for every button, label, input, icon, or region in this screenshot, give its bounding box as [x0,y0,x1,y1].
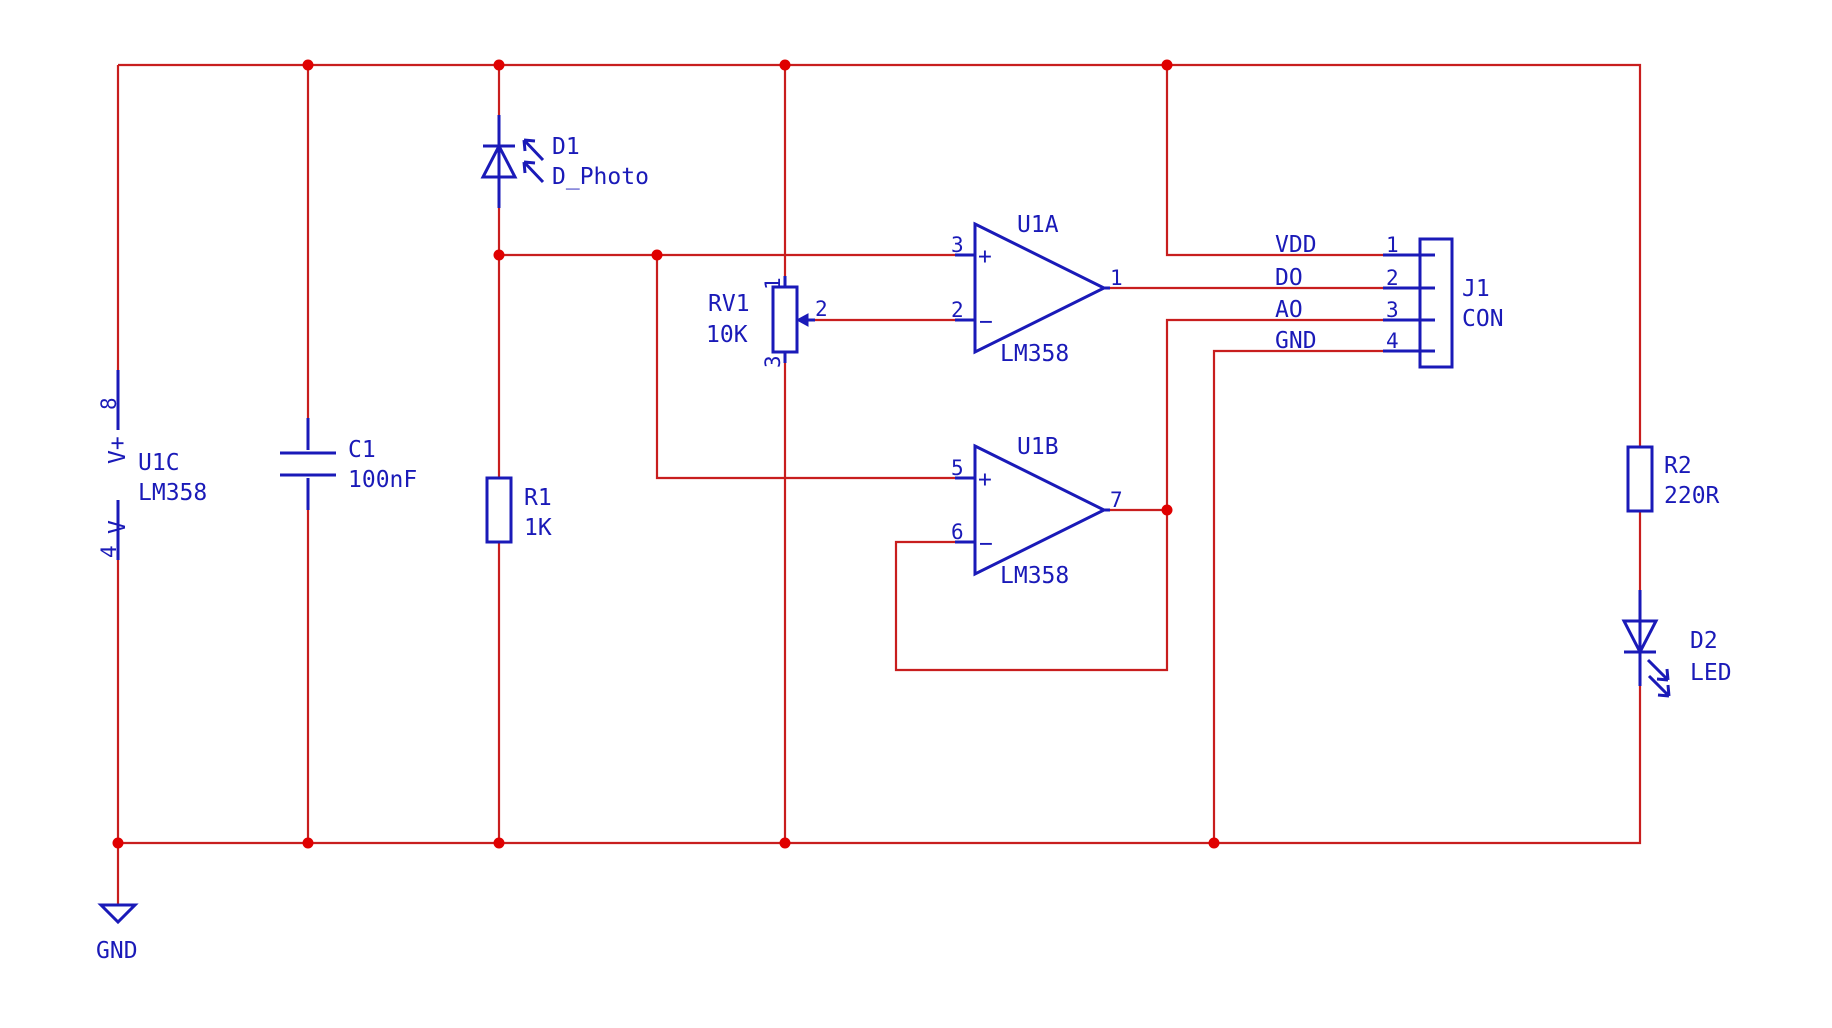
wire-vdd [1165,65,1420,257]
junction-dot [493,249,505,261]
wire-u1b-feedback [894,510,1169,672]
u1c-pin8-number: 8 [97,397,121,410]
j1-net-label: GND [1275,328,1317,354]
junction-dot [779,837,791,849]
rv1-value: 10K [706,322,748,348]
d2-value: LED [1690,660,1732,686]
d2-ref: D2 [1690,628,1718,654]
junction-dot [1161,59,1173,71]
u1c-ref: U1C [138,450,180,476]
u1a-pin-plus: 3 [951,233,964,257]
junction-dot [493,837,505,849]
j1-pin-number: 2 [1386,266,1399,290]
j1-net-label: AO [1275,297,1303,323]
c1-ref: C1 [348,437,376,463]
r1-body [485,476,513,544]
u1b-opamp[interactable]: + − 5 6 7 U1B LM358 [951,434,1123,589]
junction-dot [302,59,314,71]
junction-dot [112,837,124,849]
j1-pin-number: 1 [1386,233,1399,257]
u1a-pin-out: 1 [1110,266,1123,290]
u1b-pin-out: 7 [1110,488,1123,512]
rv1-wiper-arrow-icon [795,313,809,327]
u1c-vminus-label: V− [105,506,131,534]
d2-light-arrow-icon [1647,674,1671,698]
r2-ref: R2 [1664,453,1692,479]
d2-led[interactable]: D2 LED [1621,590,1732,698]
j1-net-label: DO [1275,265,1303,291]
u1b-plus-sign: + [978,467,992,493]
junction-dot [1208,837,1220,849]
u1a-triangle [973,221,1108,355]
wire-j1-gnd [1212,349,1420,843]
d1-value: D_Photo [552,164,649,190]
junction-dot [302,837,314,849]
r1-value: 1K [524,515,552,541]
d2-triangle [1621,619,1659,656]
gnd-symbol[interactable]: GND [96,903,139,964]
u1c-power-unit[interactable]: 8 V+ V− 4 U1C LM358 [97,370,207,560]
rv1-pin1: 1 [761,277,785,290]
u1b-pin-minus: 6 [951,520,964,544]
rv1-pin2: 2 [815,297,828,321]
j1-ref: J1 [1462,276,1490,302]
wire-sense-u1b-plus [655,255,955,480]
d1-ref: D1 [552,134,580,160]
u1b-ref: U1B [1017,434,1059,460]
rv1-ref: RV1 [708,291,750,317]
j1-connector[interactable]: 1 2 3 4 VDD DO AO GND J1 CON [1275,232,1504,369]
rv1-potentiometer[interactable]: 1 2 3 RV1 10K [706,276,828,368]
r2-value: 220R [1664,483,1720,509]
wire-vcc-rail [118,63,1642,447]
j1-net-label: VDD [1275,232,1317,258]
d1-triangle [480,142,518,179]
junction-dot [779,59,791,71]
rv1-pin3: 3 [761,355,785,368]
gnd-label: GND [96,938,138,964]
r2-resistor[interactable]: R2 220R [1626,445,1720,513]
u1c-value: LM358 [138,480,207,506]
rv1-body [771,285,799,354]
j1-pin-number: 3 [1386,298,1399,322]
u1c-pin4-number: 4 [97,545,121,558]
r1-ref: R1 [524,485,552,511]
wire-ao [1110,318,1420,512]
j1-body [1418,237,1454,369]
r1-resistor[interactable]: R1 1K [485,476,552,544]
j1-pin-number: 4 [1386,329,1399,353]
d1-light-arrow-icon [522,160,545,184]
wires [116,63,1642,905]
u1b-minus-sign: − [979,531,993,557]
u1b-pin-plus: 5 [951,456,964,480]
u1a-minus-sign: − [979,309,993,335]
junction-dot [493,59,505,71]
d1-light-arrow-icon [522,138,545,162]
j1-value: CON [1462,306,1504,332]
u1b-triangle [973,443,1108,577]
junction-dot [1161,504,1173,516]
r2-body [1626,445,1654,513]
d2-light-arrow-icon [1646,658,1670,682]
u1c-vplus-label: V+ [105,436,131,464]
d1-photodiode[interactable]: D1 D_Photo [480,115,649,208]
junction-dot [651,249,663,261]
wire-gnd-rail [118,686,1642,845]
u1a-plus-sign: + [978,244,992,270]
gnd-icon [97,903,139,925]
u1a-ref: U1A [1017,212,1059,238]
u1b-value: LM358 [1000,563,1069,589]
c1-value: 100nF [348,467,417,493]
u1a-value: LM358 [1000,341,1069,367]
u1a-opamp[interactable]: + − 3 2 1 U1A LM358 [951,212,1123,367]
c1-capacitor[interactable]: C1 100nF [280,418,417,510]
u1a-pin-minus: 2 [951,298,964,322]
junctions [112,59,1220,849]
